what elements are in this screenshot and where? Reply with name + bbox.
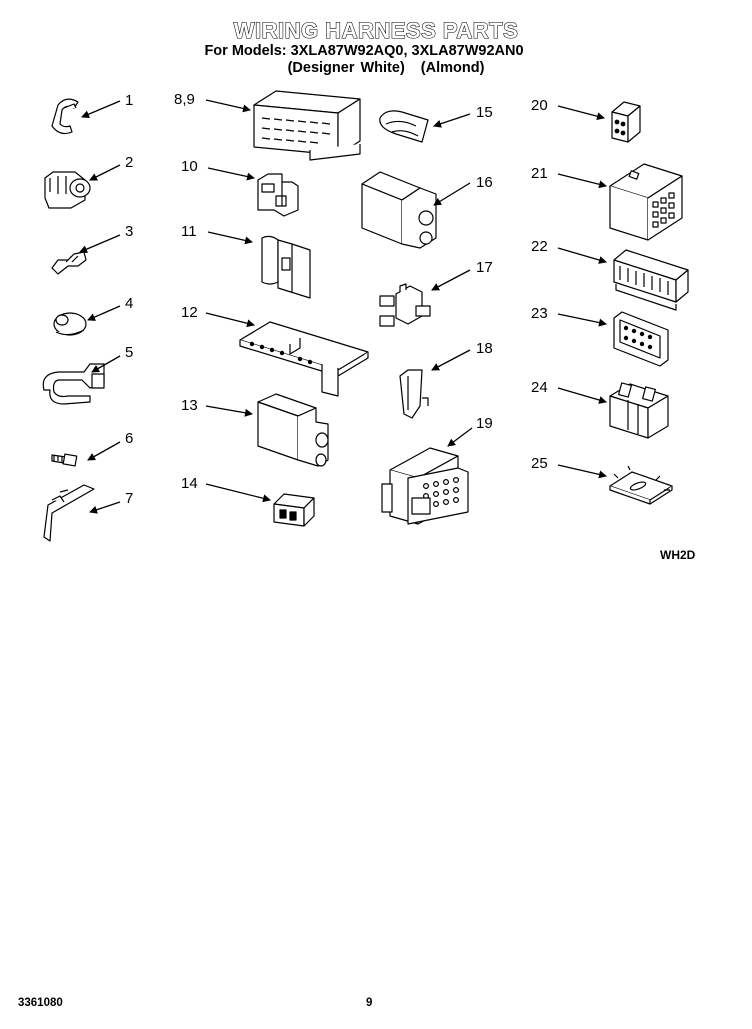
- callout-16: 16: [476, 174, 493, 191]
- part-21-housing: [609, 163, 683, 241]
- part-18-clip: [399, 369, 429, 419]
- callout-2: 2: [125, 154, 133, 171]
- callout-23: 23: [531, 305, 548, 322]
- part-19-connector: [381, 447, 469, 525]
- callout-1: 1: [125, 92, 133, 109]
- callout-6: 6: [125, 430, 133, 447]
- variant-almond: (Almond): [420, 60, 485, 76]
- part-3-clip: [51, 251, 87, 275]
- callout-25: 25: [531, 455, 548, 472]
- callout-18: 18: [476, 340, 493, 357]
- part-5-strap: [42, 363, 105, 405]
- part-14-plug: [273, 493, 315, 527]
- page-title: WIRING HARNESS PARTS: [233, 17, 519, 43]
- part-25-plate: [609, 465, 673, 505]
- callout-22: 22: [531, 238, 548, 255]
- callout-8-9: 8,9: [174, 91, 195, 108]
- part-17-terminal-block: [379, 283, 431, 327]
- callout-13: 13: [181, 397, 198, 414]
- part-22-connector: [613, 249, 689, 311]
- part-10-connector: [257, 173, 299, 217]
- diagram-code: WH2D: [660, 548, 696, 562]
- callout-21: 21: [531, 165, 548, 182]
- models-line: For Models: 3XLA87W92AQ0, 3XLA87W92AN0: [204, 43, 524, 59]
- part-16-housing: [361, 171, 437, 249]
- part-20-plug: [611, 101, 641, 143]
- callout-3: 3: [125, 223, 133, 240]
- part-7-tie: [43, 484, 95, 542]
- variant-designer-white: (Designer White): [287, 60, 405, 76]
- callout-5: 5: [125, 344, 133, 361]
- document-number: 3361080: [18, 997, 63, 1009]
- callout-17: 17: [476, 259, 493, 276]
- color-variants: (Designer White) (Almond): [10, 60, 752, 76]
- part-1-clip: [51, 98, 79, 135]
- part-23-connector: [613, 311, 669, 367]
- part-6-screw: [51, 453, 78, 467]
- callout-15: 15: [476, 104, 493, 121]
- callout-14: 14: [181, 475, 198, 492]
- part-11-plug: [261, 235, 311, 299]
- callout-12: 12: [181, 304, 198, 321]
- callout-4: 4: [125, 295, 133, 312]
- part-2-clamp: [44, 171, 91, 209]
- part-24-housing: [609, 382, 669, 439]
- callout-24: 24: [531, 379, 548, 396]
- part-4-bushing: [53, 312, 87, 336]
- part-13-housing: [257, 393, 329, 467]
- part-15-sleeve: [379, 110, 429, 143]
- callout-19: 19: [476, 415, 493, 432]
- page-number: 9: [366, 997, 373, 1009]
- callout-7: 7: [125, 490, 133, 507]
- part-8-9-connector-block: [253, 90, 361, 161]
- callout-10: 10: [181, 158, 198, 175]
- callout-20: 20: [531, 97, 548, 114]
- part-12-terminal-strip: [239, 321, 369, 397]
- callout-11: 11: [181, 223, 197, 240]
